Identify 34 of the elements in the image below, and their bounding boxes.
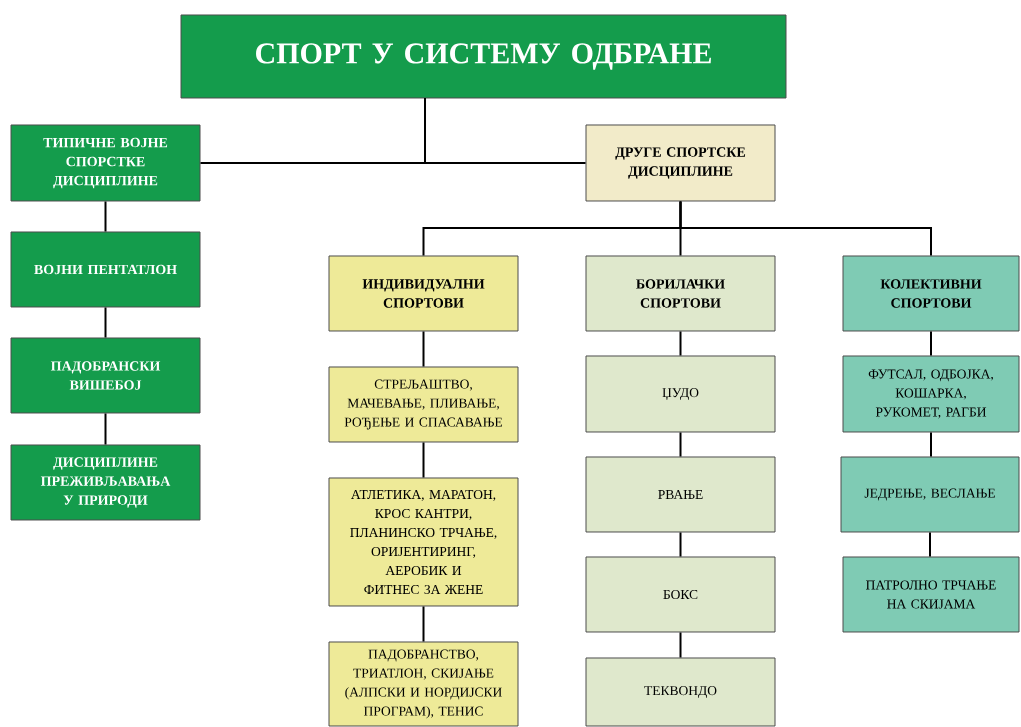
discipline-box: ДИСЦИПЛИНЕ ПРЕЖИВЉАВАЊА У ПРИРОДИ — [10, 444, 201, 521]
connector-line — [679, 200, 932, 257]
connector-line — [422, 605, 425, 643]
connector-line — [422, 441, 425, 479]
sport-box: ПАТРОЛНО ТРЧАЊЕ НА СКИЈАМА — [842, 556, 1020, 633]
discipline-box: ВОЈНИ ПЕНТАТЛОН — [10, 231, 201, 308]
sport-box: РВАЊЕ — [585, 456, 776, 533]
connector-line — [929, 531, 931, 558]
connector-line — [679, 531, 682, 558]
connector-line — [104, 412, 107, 446]
title-box: СПОРТ У СИСТЕМУ ОДБРАНЕ — [180, 14, 787, 99]
category-box: ДРУГЕ СПОРТСКЕ ДИСЦИПЛИНЕ — [585, 124, 776, 202]
group-box: БОРИЛАЧКИ СПОРТОВИ — [585, 255, 776, 332]
sport-box: ЏУДО — [585, 355, 776, 433]
sport-box: ПАДОБРАНСТВО, ТРИАТЛОН, СКИЈАЊЕ (АЛПСКИ И НОРДИЈСКИ ПРОГРАМ), ТЕНИС — [328, 641, 519, 727]
sport-box: ТЕКВОНДО — [585, 657, 776, 727]
connector-line — [104, 306, 107, 339]
group-box: КОЛЕКТИВНИ СПОРТОВИ — [842, 255, 1020, 332]
sport-box: БОКС — [585, 556, 776, 633]
discipline-box: ПАДОБРАНСКИ ВИШЕБОЈ — [10, 337, 201, 414]
connector-line — [679, 431, 682, 458]
sport-box: ЈЕДРЕЊЕ, ВЕСЛАЊЕ — [840, 456, 1020, 533]
sport-box: АТЛЕТИКА, МАРАТОН, КРОС КАНТРИ, ПЛАНИНСКО ТРЧАЊЕ, ОРИЈЕНТИРИНГ, АЕРОБИК И ФИТНЕС ЗА ЖЕНЕ — [328, 477, 519, 607]
connector-line — [930, 431, 932, 458]
connector-line — [424, 97, 587, 164]
sport-box: СТРЕЉАШТВО, МАЧЕВАЊЕ, ПЛИВАЊЕ, РОЂЕЊЕ И СПАСАВАЊЕ — [328, 366, 519, 443]
connector-line — [104, 200, 107, 233]
connector-line — [679, 631, 682, 659]
category-box: ТИПИЧНЕ ВОЈНЕ СПОРСТКЕ ДИСЦИПЛИНЕ — [10, 124, 201, 202]
connector-line — [422, 330, 425, 368]
group-box: ИНДИВИДУАЛНИ СПОРТОВИ — [328, 255, 519, 332]
connector-line — [930, 330, 932, 357]
sport-box: ФУТСАЛ, ОДБОЈКА, КОШАРКА, РУКОМЕТ, РАГБИ — [842, 355, 1020, 433]
connector-line — [679, 330, 682, 357]
